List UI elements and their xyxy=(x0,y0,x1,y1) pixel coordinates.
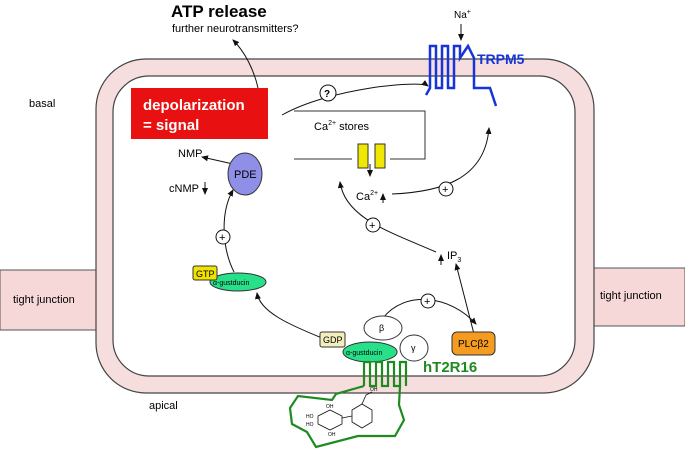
gdp-label: GDP xyxy=(323,335,343,345)
pde-enzyme: PDE xyxy=(227,152,263,196)
ht2r16-receptor: hT2R16 xyxy=(288,359,477,449)
basal-label: basal xyxy=(29,98,55,110)
tight-junction-right-label: tight junction xyxy=(600,290,662,302)
cell-membrane xyxy=(95,58,595,394)
ca2-label: Ca2+ xyxy=(356,190,378,203)
gtp-box xyxy=(192,265,218,281)
depolarization-line2: = signal xyxy=(143,117,199,134)
ligand-oh-2: OH xyxy=(328,432,336,438)
arrow-pde-to-nmp xyxy=(201,155,234,165)
ca-stores-label: Ca2+ stores xyxy=(314,120,370,133)
tight-junction-left-label: tight junction xyxy=(13,294,75,306)
gtp-gustducin-complex: α-gustducin GTP xyxy=(192,265,267,292)
pde-label: PDE xyxy=(234,169,257,181)
alpha-gustducin-receptor-label: α-gustducin xyxy=(346,350,382,357)
question-mark-text: ? xyxy=(324,89,330,100)
g-protein-complex: β γ α-gustducin GDP xyxy=(319,315,429,363)
arrow-depol-to-trpm5 xyxy=(281,80,429,116)
question-mark-circle: ? xyxy=(319,84,337,102)
na-ion-label: Na+ xyxy=(454,9,471,21)
arrow-gdp-to-gtp xyxy=(254,292,323,339)
beta-label: β xyxy=(379,323,384,333)
gdp-box xyxy=(319,331,346,348)
plus-text: + xyxy=(442,184,448,196)
arrow-to-atp-release xyxy=(232,39,259,89)
atp-release-title: ATP release xyxy=(171,2,267,21)
plus-circle-ca: + xyxy=(438,181,454,197)
gtp-label: GTP xyxy=(196,269,215,279)
plus-text: + xyxy=(219,232,225,244)
calcium-stores: Ca2+ stores xyxy=(294,110,426,169)
plc-beta2: PLCβ2 xyxy=(451,331,496,356)
gamma-subunit xyxy=(399,334,429,362)
tight-junction-right: tight junction xyxy=(585,267,685,327)
ligand-oh-1: OH xyxy=(326,404,334,410)
apical-label: apical xyxy=(149,400,178,412)
ligand-ho-1: HO xyxy=(306,414,314,420)
plus-text: + xyxy=(369,220,375,232)
ligand-oh-3: OH xyxy=(370,387,378,393)
nmp-label: NMP xyxy=(178,148,202,160)
arrow-ca-to-trpm5 xyxy=(391,127,492,195)
plus-circle-plc: + xyxy=(420,293,436,309)
ca-channel-left xyxy=(357,143,369,169)
trpm5-label: TRPM5 xyxy=(477,51,525,67)
salicin-ligand: OH OH OH HO HO xyxy=(306,387,378,438)
depolarization-signal-box: depolarization = signal xyxy=(131,88,268,139)
plus-circle-pde: + xyxy=(215,229,231,245)
ca-channel-right xyxy=(374,143,386,169)
tight-junction-left: tight junction xyxy=(0,269,100,331)
alpha-gustducin-label: α-gustducin xyxy=(213,280,249,287)
trpm5-channel: Na+ TRPM5 xyxy=(424,9,525,107)
plus-text: + xyxy=(424,296,430,308)
cnmp-label: cNMP xyxy=(169,183,199,195)
gamma-label: γ xyxy=(411,343,416,353)
neurotransmitters-subtitle: further neurotransmitters? xyxy=(172,23,299,35)
ligand-ho-2: HO xyxy=(306,422,314,428)
beta-subunit xyxy=(363,315,403,341)
ip3-label: IP3 xyxy=(447,250,461,264)
ht2r16-label: hT2R16 xyxy=(423,359,477,376)
plus-circle-ip3: + xyxy=(365,217,381,233)
depolarization-line1: depolarization xyxy=(143,97,245,114)
plc-label: PLCβ2 xyxy=(458,339,489,350)
